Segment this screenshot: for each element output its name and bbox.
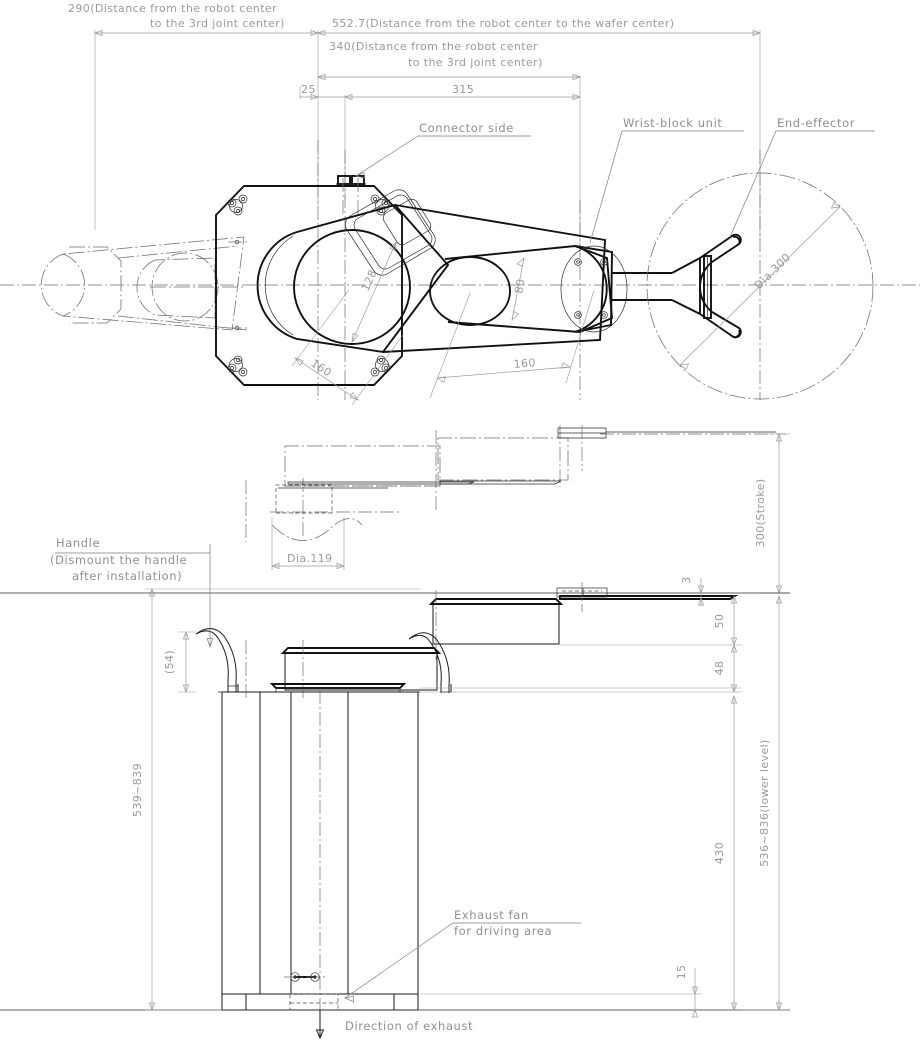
- forearm-link: [429, 245, 614, 333]
- label-handle-1: Handle: [56, 536, 100, 550]
- dim-290-line2: to the 3rd joint center): [150, 17, 285, 30]
- dim-300-stroke-group: 300(Stroke): [754, 432, 790, 595]
- top-dimension-chain: 290(Distance from the robot center to th…: [68, 2, 762, 245]
- dim-315: 315: [452, 83, 474, 96]
- dim-80-group: 80: [511, 257, 528, 321]
- upper-arm-link: [256, 203, 606, 354]
- label-end-effector: End-effector: [777, 116, 855, 130]
- label-exhaust-fan-2: for driving area: [454, 924, 552, 938]
- dim-80: 80: [512, 278, 528, 295]
- label-end-effector-group: End-effector: [729, 116, 875, 238]
- dim-160-left: 160: [308, 357, 334, 380]
- base-index-marks: [228, 239, 250, 331]
- dim-536-836-group: 536~836(lower level): [742, 594, 790, 1012]
- dim-dia119-group: Dia.119: [270, 517, 346, 570]
- side-view-group: Dia.119 300(Stroke): [0, 425, 790, 1040]
- column-fastener: [284, 972, 327, 982]
- dim-430: 430: [713, 842, 726, 864]
- dim-340-line2: to the 3rd joint center): [408, 56, 543, 69]
- dim-430-group: 430: [713, 694, 738, 1012]
- end-effector-blade-lower: [556, 582, 739, 612]
- dim-dia300: Dia.300: [752, 251, 793, 292]
- label-exhaust-direction: Direction of exhaust: [345, 1019, 473, 1033]
- exhaust-direction-arrow: Direction of exhaust: [315, 1010, 473, 1040]
- label-connector-side: Connector side: [419, 121, 514, 135]
- dim-160-right: 160: [513, 356, 536, 371]
- connector-block: [336, 175, 366, 215]
- dim-48: 48: [713, 661, 726, 676]
- dim-552: 552.7(Distance from the robot center to …: [332, 17, 674, 30]
- dim-48-group: 48: [420, 643, 742, 694]
- handle-left: [195, 628, 239, 693]
- dim-300-stroke: 300(Stroke): [754, 478, 767, 547]
- dim-54-group: (54): [163, 630, 196, 694]
- wafer-circle: [646, 172, 874, 400]
- dim-3: 3: [680, 576, 693, 583]
- robot-base-body: [215, 185, 403, 386]
- robot-column: [221, 690, 419, 1011]
- label-exhaust-fan-group: Exhaust fan for driving area: [343, 908, 581, 1003]
- raised-arm-phantom: [245, 425, 786, 542]
- handle-right: [408, 632, 452, 693]
- top-view-group: 290(Distance from the robot center to th…: [0, 2, 920, 406]
- base-bolt-cluster-tl: [227, 194, 248, 216]
- dim-128-group: 128: [351, 241, 397, 343]
- wrist-block: [560, 245, 672, 333]
- dim-54: (54): [163, 650, 176, 674]
- turntable-plate: [218, 683, 420, 693]
- label-connector-side-group: Connector side: [354, 121, 531, 179]
- dim-15-group: 15: [420, 965, 702, 1018]
- base-bolt-cluster-br: [370, 355, 391, 377]
- dim-3-group: 3: [680, 576, 705, 606]
- dim-dia119: Dia.119: [287, 552, 333, 565]
- link1-lower: [245, 640, 442, 700]
- dim-536-836: 536~836(lower level): [758, 739, 771, 867]
- label-wrist-block-group: Wrist-block unit: [589, 116, 744, 244]
- label-exhaust-fan-1: Exhaust fan: [454, 908, 529, 922]
- dim-290-line1: 290(Distance from the robot center: [68, 2, 277, 15]
- link2-lower: [428, 590, 564, 660]
- dim-15: 15: [675, 965, 688, 980]
- base-bolt-cluster-bl: [227, 355, 248, 377]
- label-handle-group: Handle (Dismount the handle after instal…: [50, 536, 214, 649]
- label-handle-2: (Dismount the handle: [50, 553, 187, 567]
- dim-50: 50: [713, 614, 726, 629]
- dim-340-line1: 340(Distance from the robot center: [329, 40, 538, 53]
- dim-539-839-group: 539~839: [131, 587, 420, 1012]
- dim-160-right-group: 160: [429, 289, 595, 399]
- label-wrist-block: Wrist-block unit: [623, 116, 722, 130]
- dim-128: 128: [359, 268, 380, 294]
- motor-cover: [345, 189, 436, 276]
- dim-50-group: 50: [560, 594, 742, 647]
- label-handle-3: after installation): [72, 569, 182, 583]
- end-effector-fork: [671, 233, 742, 339]
- retracted-arm-phantom: [41, 236, 248, 331]
- dim-25: 25: [301, 83, 316, 96]
- dim-539-839: 539~839: [131, 763, 144, 817]
